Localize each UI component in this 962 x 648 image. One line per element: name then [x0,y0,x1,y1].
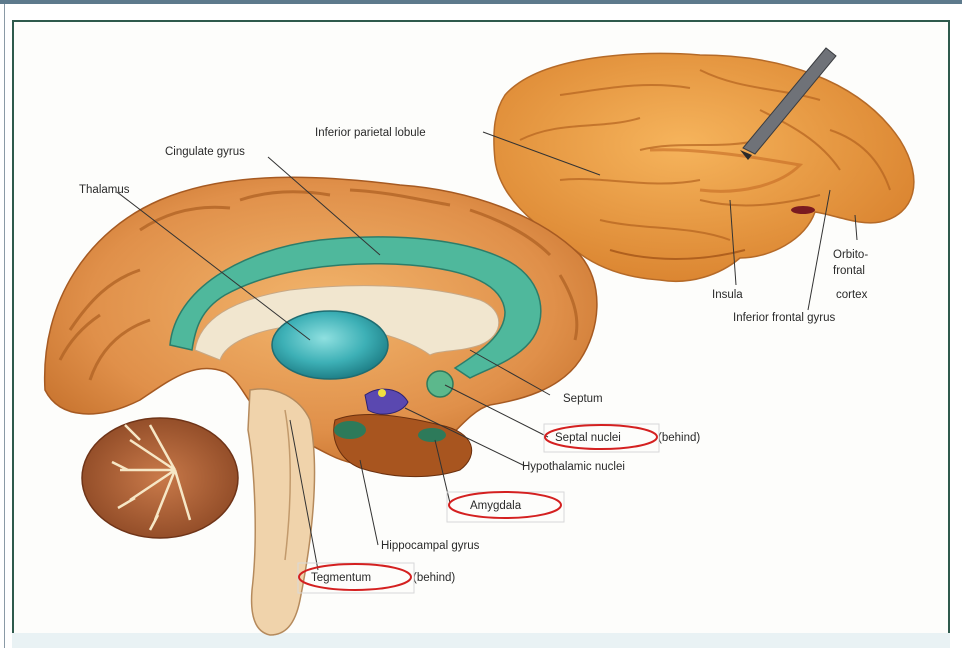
label-hippocampal-gyrus: Hippocampal gyrus [381,540,480,552]
label-amygdala: Amygdala [470,500,522,512]
label-orbito-frontal-line1: Orbito- [833,249,868,261]
label-cingulate-gyrus: Cingulate gyrus [165,146,245,158]
label-septal-nuclei-suffix: (behind) [658,432,700,444]
label-septal-nuclei: Septal nuclei [555,432,621,444]
label-hypothalamic-nuclei: Hypothalamic nuclei [522,461,625,473]
label-insula: Insula [712,289,743,301]
label-orbito-frontal-line3: cortex [836,289,868,301]
label-tegmentum: Tegmentum [311,572,371,584]
label-inferior-frontal-gyrus: Inferior frontal gyrus [733,312,836,324]
label-inferior-parietal-lobule: Inferior parietal lobule [315,127,426,139]
label-septum: Septum [563,393,603,405]
label-tegmentum-suffix: (behind) [413,572,455,584]
label-thalamus: Thalamus [79,184,130,196]
label-orbito-frontal-line2: frontal [833,265,865,277]
